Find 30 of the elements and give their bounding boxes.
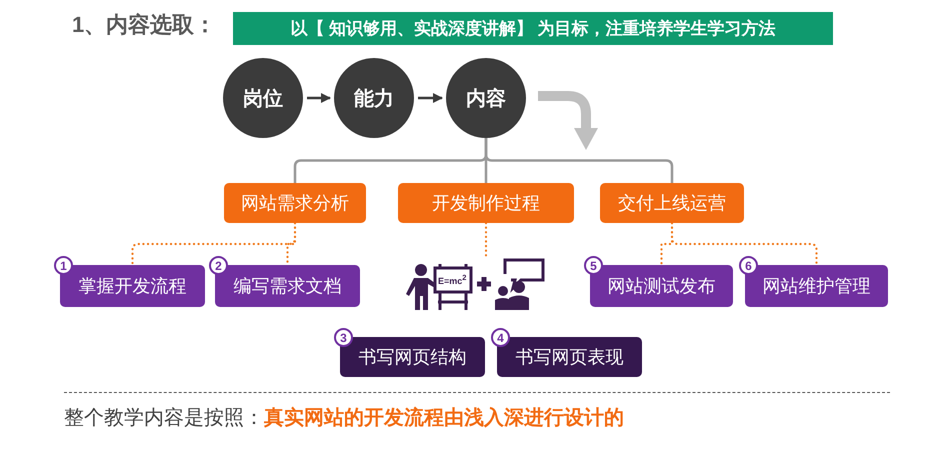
process-box (224, 183, 366, 223)
number-badge: 5 (584, 256, 603, 275)
number-badge: 3 (334, 328, 353, 347)
arrow (307, 93, 331, 103)
box-text: 书写网页表现 (516, 346, 624, 369)
process-box (398, 183, 574, 223)
box-text: 网站维护管理 (762, 275, 870, 298)
box-text: 掌握开发流程 (78, 275, 186, 298)
box-text: 网站测试发布 (608, 275, 716, 298)
brace-line (484, 138, 674, 183)
box-text: 交付上线运营 (618, 192, 726, 215)
process-box (600, 183, 744, 223)
summary-text: 整个教学内容是按照：真实网站的开发流程由浅入深进行设计的 (64, 406, 624, 431)
number-badge: 6 (739, 256, 758, 275)
box-text: 网站需求分析 (241, 192, 349, 215)
box-text: 岗位 (243, 86, 283, 112)
heading: 1、内容选取： (72, 11, 216, 39)
arrow (418, 93, 443, 103)
box-text: 能力 (354, 86, 394, 112)
number-badge: 2 (209, 256, 228, 275)
box-text: 内容 (466, 86, 506, 112)
box-text: 书写网页结构 (358, 346, 466, 369)
dotted-bracket-line (670, 222, 818, 266)
goal-banner: 以【 知识够用、实战深度讲解】 为目标，注重培养学生学习方法 (233, 12, 833, 45)
formula-text: E=mc$^{2}$ (438, 274, 466, 286)
dotted-bracket-line (484, 222, 488, 258)
number-badge: 1 (54, 256, 73, 275)
box-text: 编写需求文档 (234, 275, 342, 298)
box-text: 开发制作过程 (432, 192, 540, 215)
number-badge: 4 (491, 328, 510, 347)
